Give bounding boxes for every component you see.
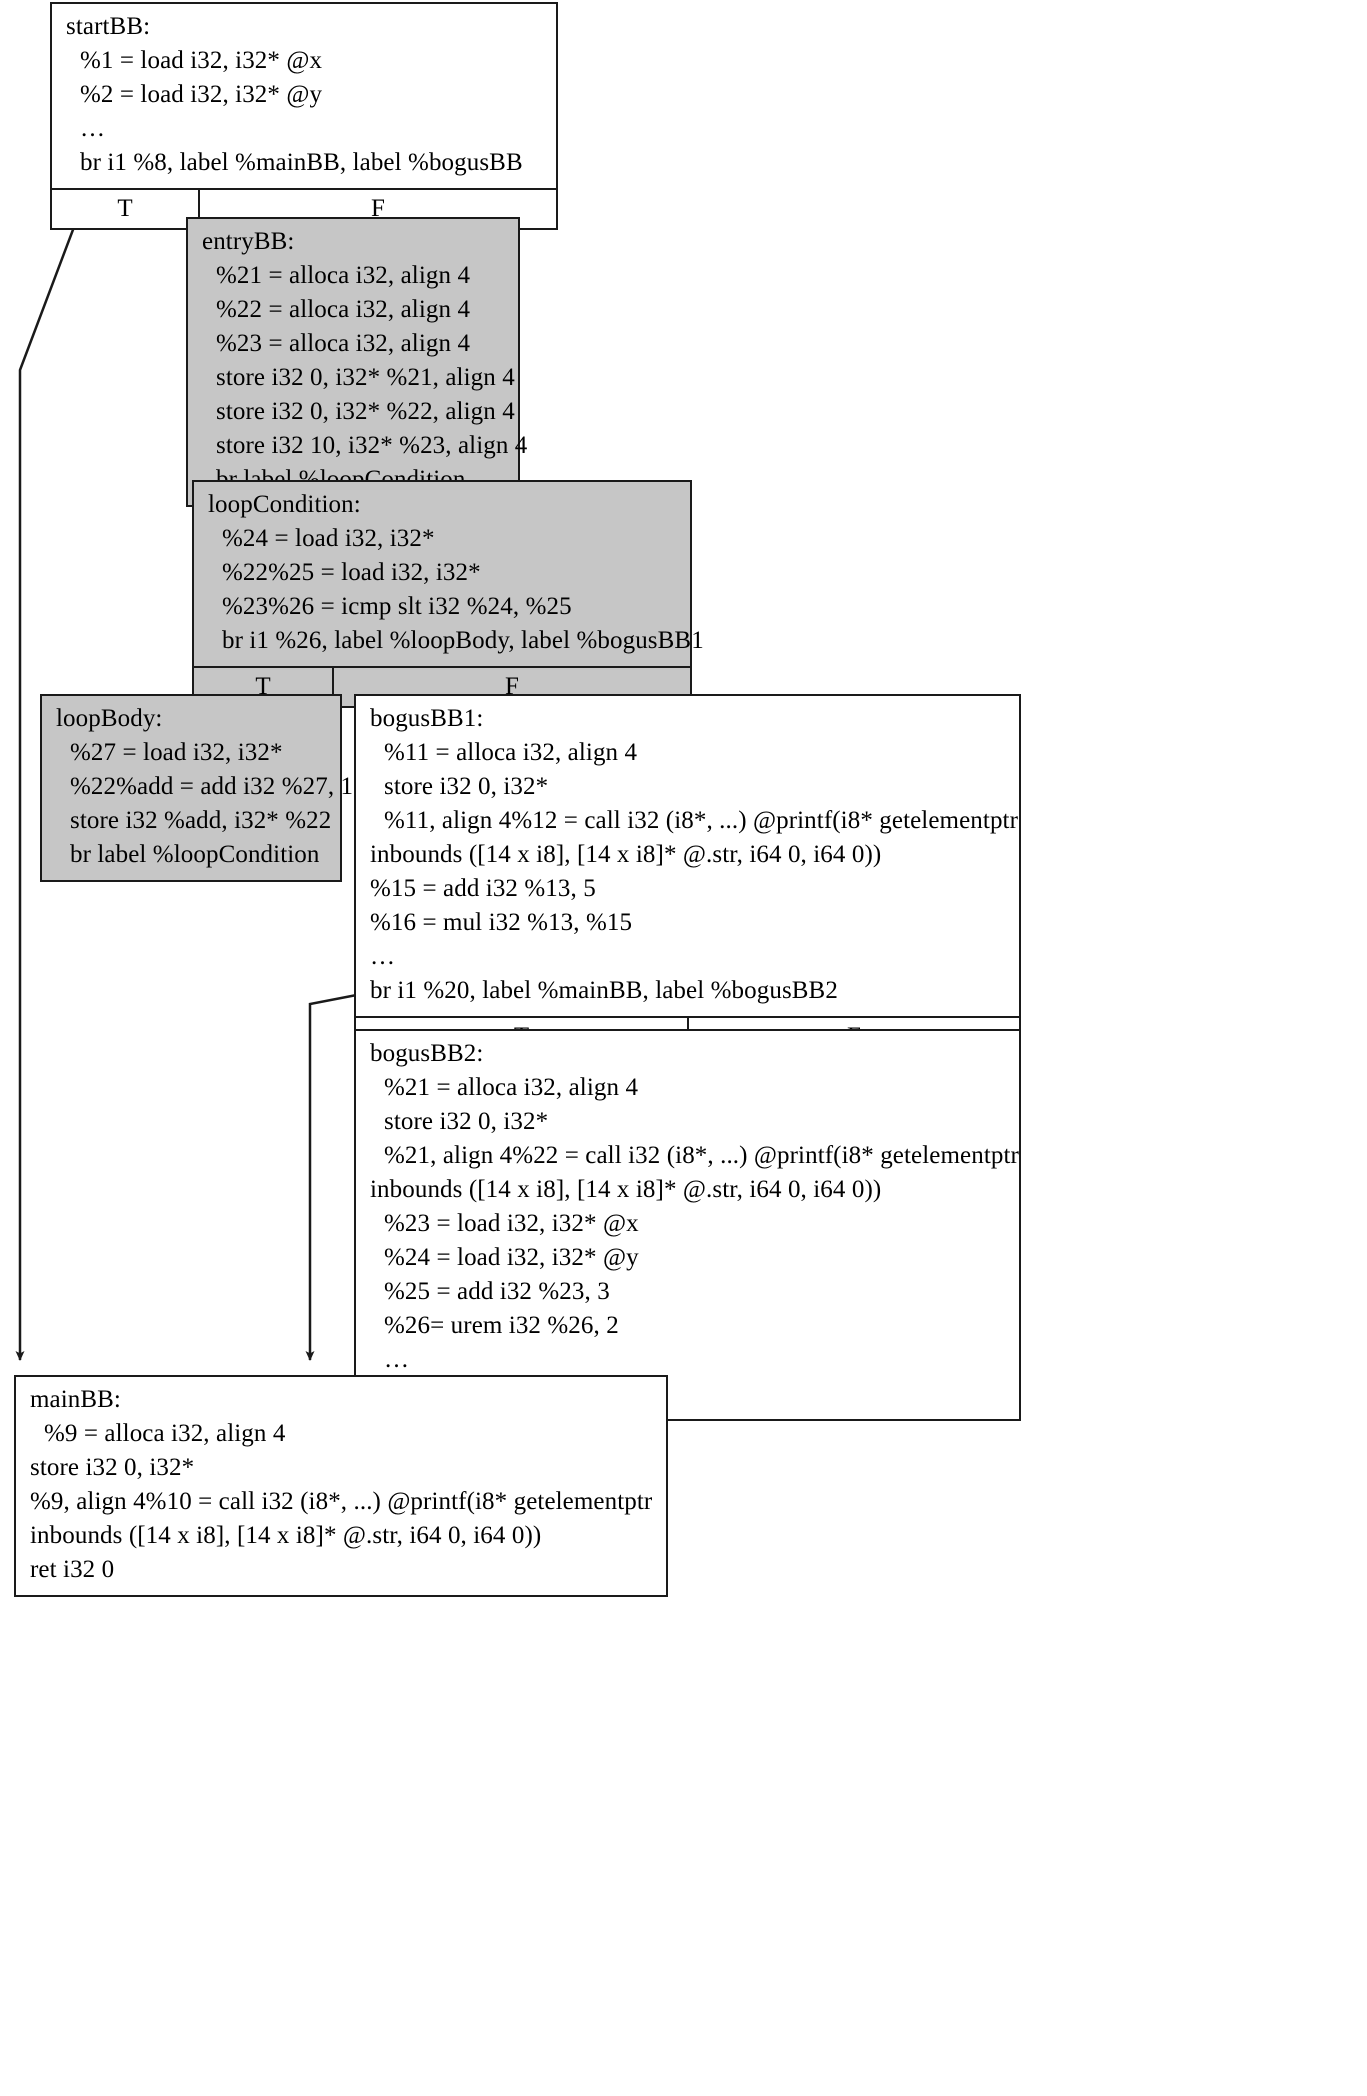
node-mainBB-label: mainBB:: [30, 1386, 121, 1413]
node-bogusBB1-line-2: %11, align 4%12 = call i32 (i8*, ...) @p…: [384, 807, 1019, 834]
node-bogusBB2-line-3: inbounds ([14 x i8], [14 x i8]* @.str, i…: [370, 1176, 882, 1203]
node-startBB-line-1: %2 = load i32, i32* @y: [80, 81, 323, 108]
node-entryBB-line-1: %22 = alloca i32, align 4: [216, 296, 471, 323]
node-loopCondition-label: loopCondition:: [208, 491, 361, 518]
node-startBB-line-3: br i1 %8, label %mainBB, label %bogusBB: [80, 149, 523, 176]
node-bogusBB2-line-8: …: [384, 1346, 412, 1373]
node-entryBB[interactable]: entryBB: %21 = alloca i32, align 4 %22 =…: [186, 217, 528, 507]
node-entryBB-line-5: store i32 10, i32* %23, align 4: [216, 432, 528, 459]
node-mainBB-line-3: inbounds ([14 x i8], [14 x i8]* @.str, i…: [30, 1522, 542, 1549]
node-loopCondition-false-port[interactable]: F: [505, 673, 519, 700]
node-mainBB[interactable]: mainBB: %9 = alloca i32, align 4 store i…: [14, 1375, 668, 1597]
node-loopCondition-branch-row: T F: [194, 666, 690, 706]
node-entryBB-line-3: store i32 0, i32* %21, align 4: [216, 364, 515, 391]
node-startBB-false-port[interactable]: F: [371, 195, 385, 222]
node-bogusBB2-line-0: %21 = alloca i32, align 4: [384, 1074, 639, 1101]
node-loopCondition-true-port[interactable]: T: [194, 668, 334, 706]
node-mainBB-line-4: ret i32 0: [30, 1556, 115, 1583]
node-bogusBB2[interactable]: bogusBB2: %21 = alloca i32, align 4 stor…: [354, 1029, 1021, 1421]
node-entryBB-line-4: store i32 0, i32* %22, align 4: [216, 398, 515, 425]
node-startBB-body: startBB: %1 = load i32, i32* @x %2 = loa…: [52, 4, 556, 188]
node-loopBody-line-2: store i32 %add, i32* %22: [70, 807, 332, 834]
node-bogusBB1-line-6: …: [370, 943, 398, 970]
node-bogusBB1-label: bogusBB1:: [370, 705, 484, 732]
node-loopCondition-body: loopCondition: %24 = load i32, i32* %22%…: [194, 482, 704, 666]
node-loopBody-line-0: %27 = load i32, i32*: [70, 739, 283, 766]
node-loopBody-line-3: br label %loopCondition: [70, 841, 320, 868]
node-bogusBB2-line-4: %23 = load i32, i32* @x: [384, 1210, 639, 1237]
node-bogusBB1-line-5: %16 = mul i32 %13, %15: [370, 909, 633, 936]
node-loopCondition[interactable]: loopCondition: %24 = load i32, i32* %22%…: [192, 480, 704, 708]
node-startBB-line-2: …: [80, 115, 108, 142]
node-mainBB-line-2: %9, align 4%10 = call i32 (i8*, ...) @pr…: [30, 1488, 653, 1515]
node-bogusBB1-line-1: store i32 0, i32*: [384, 773, 549, 800]
node-bogusBB2-line-2: %21, align 4%22 = call i32 (i8*, ...) @p…: [384, 1142, 1019, 1169]
node-bogusBB2-line-6: %25 = add i32 %23, 3: [384, 1278, 610, 1305]
node-mainBB-line-1: store i32 0, i32*: [30, 1454, 195, 1481]
node-startBB-branch-row: T F: [52, 188, 556, 228]
node-bogusBB1-line-0: %11 = alloca i32, align 4: [384, 739, 638, 766]
node-loopBody[interactable]: loopBody: %27 = load i32, i32* %22%add =…: [40, 694, 354, 882]
node-entryBB-line-0: %21 = alloca i32, align 4: [216, 262, 471, 289]
node-loopCondition-line-3: br i1 %26, label %loopBody, label %bogus…: [222, 627, 704, 654]
node-bogusBB1-body: bogusBB1: %11 = alloca i32, align 4 stor…: [356, 696, 1019, 1016]
node-bogusBB1-line-3: inbounds ([14 x i8], [14 x i8]* @.str, i…: [370, 841, 882, 868]
node-bogusBB1-line-7: br i1 %20, label %mainBB, label %bogusBB…: [370, 977, 838, 1004]
node-bogusBB1-line-4: %15 = add i32 %13, 5: [370, 875, 596, 902]
node-bogusBB2-line-1: store i32 0, i32*: [384, 1108, 549, 1135]
node-bogusBB2-line-7: %26= urem i32 %26, 2: [384, 1312, 619, 1339]
node-mainBB-body: mainBB: %9 = alloca i32, align 4 store i…: [16, 1377, 666, 1595]
node-loopBody-label: loopBody:: [56, 705, 163, 732]
node-mainBB-line-0: %9 = alloca i32, align 4: [44, 1420, 286, 1447]
node-startBB-line-0: %1 = load i32, i32* @x: [80, 47, 323, 74]
node-loopBody-line-1: %22%add = add i32 %27, 1: [70, 773, 354, 800]
node-loopBody-body: loopBody: %27 = load i32, i32* %22%add =…: [42, 696, 354, 880]
node-loopCondition-line-0: %24 = load i32, i32*: [222, 525, 435, 552]
node-entryBB-line-2: %23 = alloca i32, align 4: [216, 330, 471, 357]
node-bogusBB2-body: bogusBB2: %21 = alloca i32, align 4 stor…: [356, 1031, 1019, 1419]
node-loopCondition-line-1: %22%25 = load i32, i32*: [222, 559, 481, 586]
node-startBB-label: startBB:: [66, 13, 151, 40]
node-entryBB-label: entryBB:: [202, 228, 295, 255]
node-entryBB-body: entryBB: %21 = alloca i32, align 4 %22 =…: [188, 219, 528, 505]
node-startBB-true-port[interactable]: T: [52, 190, 200, 228]
node-startBB[interactable]: startBB: %1 = load i32, i32* @x %2 = loa…: [50, 2, 558, 230]
node-bogusBB1[interactable]: bogusBB1: %11 = alloca i32, align 4 stor…: [354, 694, 1021, 1058]
node-bogusBB2-line-5: %24 = load i32, i32* @y: [384, 1244, 639, 1271]
node-bogusBB2-label: bogusBB2:: [370, 1040, 484, 1067]
node-loopCondition-line-2: %23%26 = icmp slt i32 %24, %25: [222, 593, 572, 620]
